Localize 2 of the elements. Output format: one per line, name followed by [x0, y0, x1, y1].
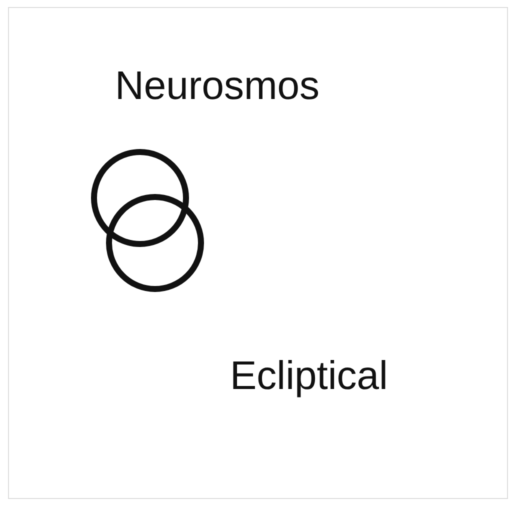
label-text: Ecliptical	[230, 356, 388, 396]
label-text: Neurosmos	[115, 66, 320, 106]
